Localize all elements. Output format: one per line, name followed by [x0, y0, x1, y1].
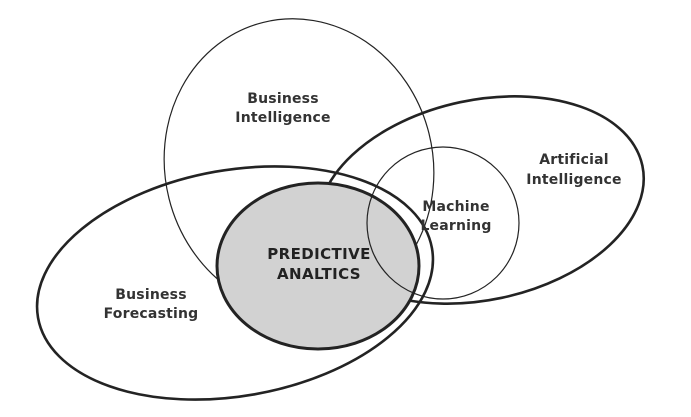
machine-learning-label: Machine Learning [420, 199, 491, 234]
predictive-analytics-label-line2: ANALTICS [277, 265, 361, 283]
business-forecasting-label: Business Forecasting [104, 287, 199, 322]
predictive-analytics-label: PREDICTIVE ANALTICS [267, 245, 371, 283]
machine-learning-label-line2: Learning [420, 218, 491, 234]
business-intelligence-label: Business Intelligence [235, 91, 330, 126]
machine-learning-circle [366, 146, 520, 300]
machine-learning-label-line1: Machine [422, 199, 489, 215]
artificial-intelligence-label-line2: Intelligence [526, 172, 621, 188]
business-forecasting-label-line1: Business [115, 287, 187, 303]
predictive-analytics-label-line1: PREDICTIVE [267, 245, 371, 263]
business-forecasting-ellipse [35, 165, 435, 401]
business-intelligence-label-line1: Business [247, 91, 319, 107]
predictive-analytics-region [215, 181, 421, 351]
artificial-intelligence-label: Artificial Intelligence [526, 152, 621, 188]
business-intelligence-label-line2: Intelligence [235, 110, 330, 126]
business-forecasting-label-line2: Forecasting [104, 306, 199, 322]
artificial-intelligence-label-line1: Artificial [539, 152, 608, 168]
